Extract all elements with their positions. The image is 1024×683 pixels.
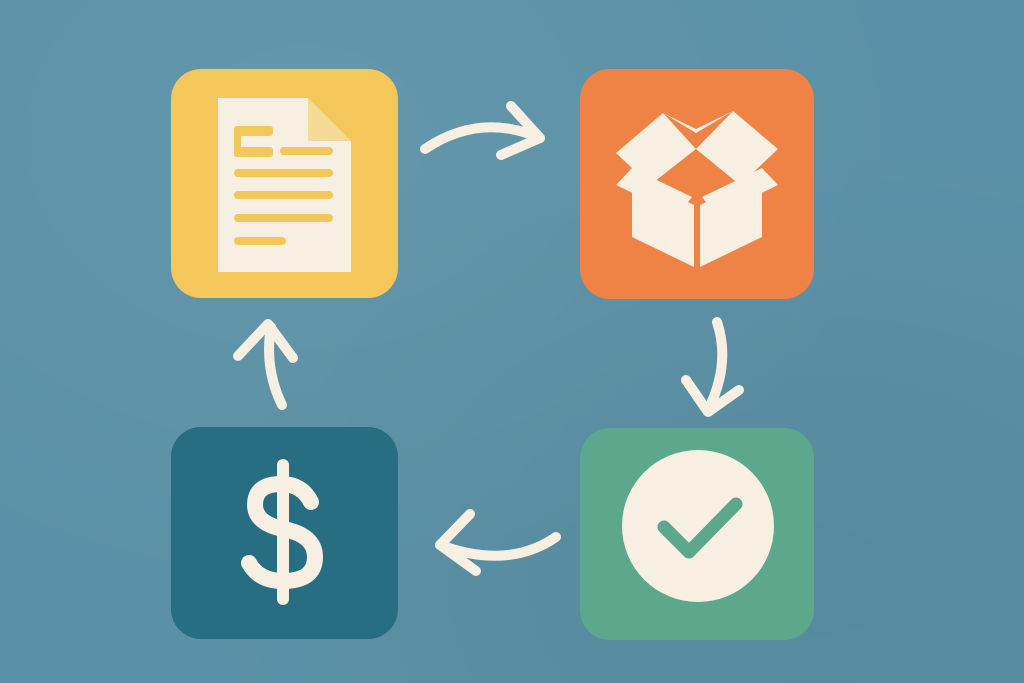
arrow-up-icon (233, 319, 298, 410)
invoice-tile (171, 69, 398, 298)
package-tile (580, 69, 814, 299)
dollar-icon (241, 459, 324, 605)
arrow-right-icon (420, 101, 545, 160)
open-box-icon (616, 111, 778, 267)
arrow-left-icon (435, 509, 561, 576)
payment-tile (171, 427, 398, 639)
arrow-down-icon (681, 317, 744, 417)
check-circle-icon (622, 450, 774, 602)
document-icon (218, 98, 351, 272)
approved-tile (580, 428, 814, 640)
